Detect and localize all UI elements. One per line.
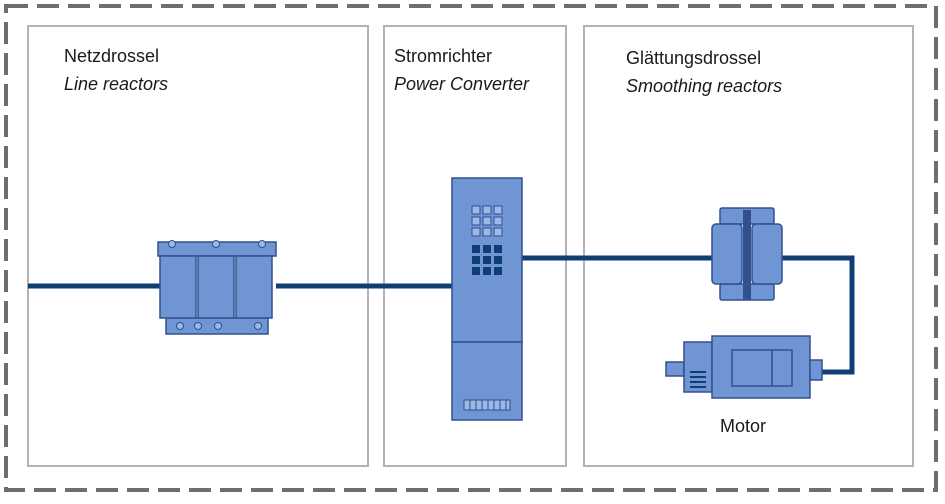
line-reactors-subtitle: Line reactors [64,74,169,94]
line-reactors-title: Netzdrossel [64,46,160,66]
motor-label: Motor [720,416,767,436]
smoothing-reactors-subtitle: Smoothing reactors [626,76,783,96]
power-converter-subtitle: Power Converter [394,74,530,94]
smoothing-reactor-icon [711,207,783,301]
converter-keypad [472,245,502,275]
power-converter-icon [451,177,523,421]
converter-terminal-block [463,399,511,411]
power-converter-title: Stromrichter [394,46,493,66]
smoothing-reactors-title: Glättungsdrossel [626,48,762,68]
converter-display-grid [471,205,503,237]
cable-smoothing-to-motor [776,255,855,375]
cables [28,255,855,375]
motor-icon [665,335,823,399]
line-reactor-icon [157,240,277,335]
outer-dashed-frame [4,4,938,492]
